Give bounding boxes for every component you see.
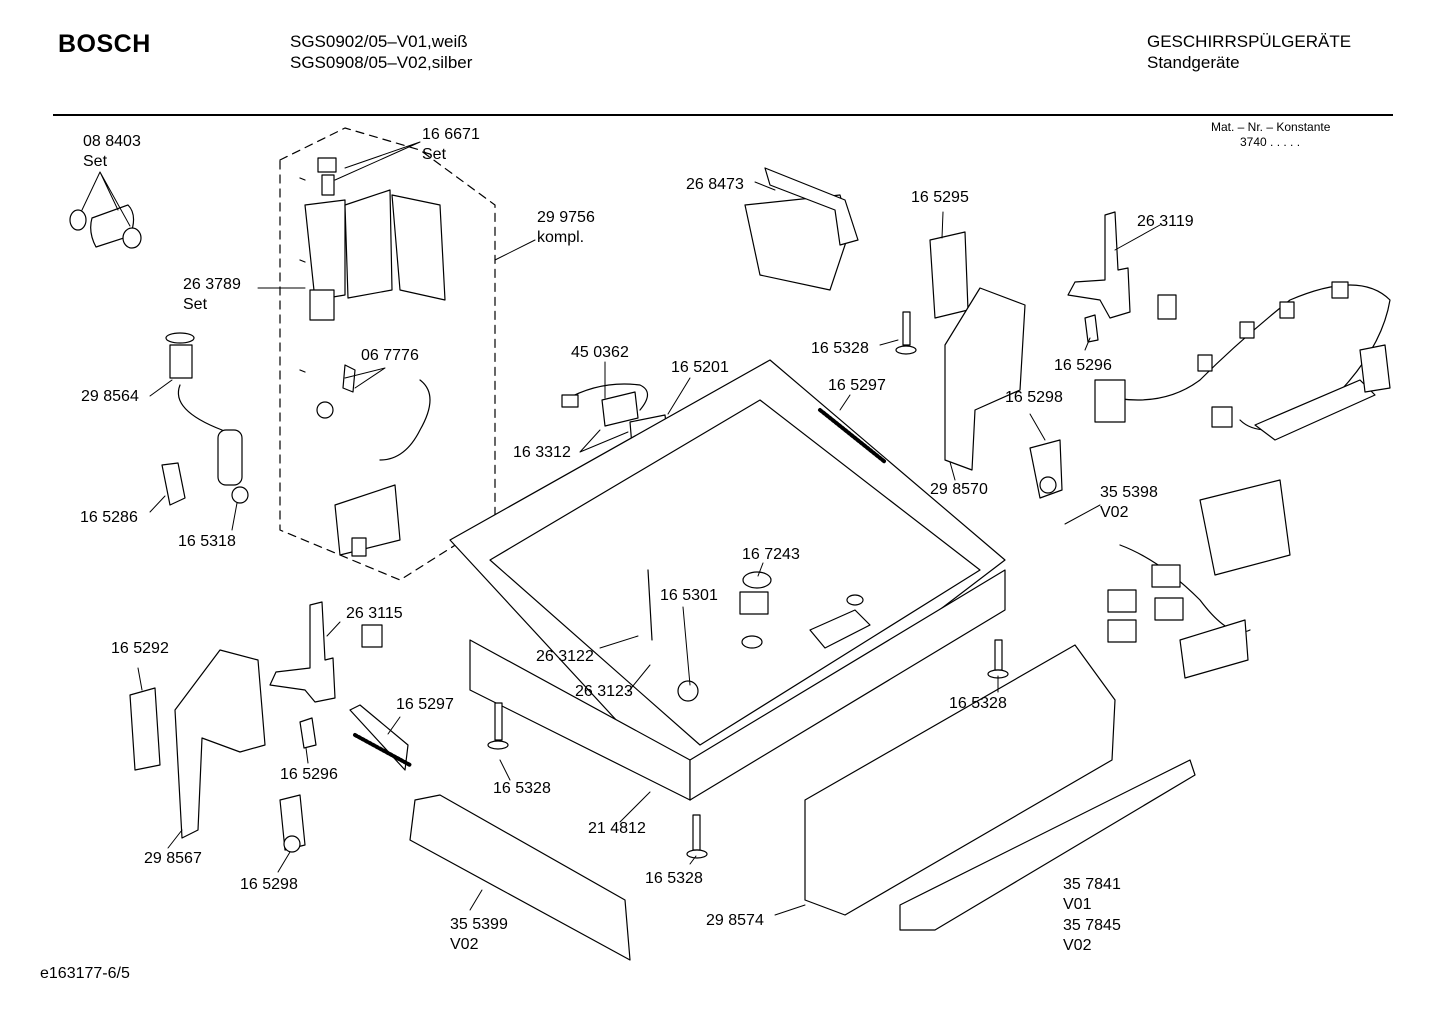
part-label-165328-b: 16 5328 [949,695,1007,712]
brand-logo: BOSCH [58,30,151,58]
part-label-263119: 26 3119 [1137,213,1194,230]
part-label-263123: 26 3123 [575,683,633,700]
part-label-165318: 16 5318 [178,533,236,550]
drawing-id: e163177-6/5 [40,965,130,982]
part-label-165286: 16 5286 [80,509,138,526]
part-label-298574: 29 8574 [706,912,764,929]
category-title: GESCHIRRSPÜLGERÄTE [1147,32,1352,51]
part-label-165296-b: 16 5296 [280,766,338,783]
part-label-165296-a: 16 5296 [1054,357,1112,374]
base-tub [450,360,1005,800]
part-label-165298-b: 16 5298 [240,876,298,893]
side-bracket-right [930,232,1025,470]
part-label-067776: 06 7776 [361,347,419,364]
part-label-165328-a: 16 5328 [811,340,869,357]
part-label-165295: 16 5295 [911,189,969,206]
part-label-165297-b: 16 5297 [396,696,454,713]
part-label-165328-d: 16 5328 [645,870,703,887]
side-bracket-upper-right [1068,212,1176,342]
part-label-165298-a: 16 5298 [1005,389,1063,406]
left-loose-parts [162,333,248,505]
part-label-167243: 16 7243 [742,546,800,563]
part-label-165201: 16 5201 [671,359,729,376]
wiring-harness [1095,282,1390,678]
pressure-switch-right [1030,440,1062,498]
part-label-165292: 16 5292 [111,640,169,657]
part-label-163312: 16 3312 [513,444,571,461]
part-label-263122: 26 3122 [536,648,594,665]
leader-lines [82,142,1160,915]
part-label-268473: 26 8473 [686,176,744,193]
part-label-263115: 26 3115 [346,605,403,622]
pressure-switch-left [280,795,305,852]
mat-nr-value: 3740 . . . . . [1240,135,1301,149]
part-label-298564: 29 8564 [81,388,139,405]
screws [488,312,1008,858]
kickplate-panels [805,645,1195,930]
model-line-2: SGS0908/05–V02,silber [290,53,473,72]
assembly-boundary-dashed [280,128,495,580]
subcategory-title: Standgeräte [1147,53,1240,72]
part-label-165328-c: 16 5328 [493,780,551,797]
part-label-165301: 16 5301 [660,587,718,604]
model-line-1: SGS0902/05–V01,weiß [290,32,468,51]
inlet-valve-assembly [300,158,445,556]
part-label-298570: 29 8570 [930,481,988,498]
control-module [745,168,858,290]
springs [355,410,885,765]
front-panel-left [410,795,630,960]
part-label-450362: 45 0362 [571,344,629,361]
hose-clamp-set [70,205,141,248]
part-label-165297-a: 16 5297 [828,377,886,394]
part-label-298567: 29 8567 [144,850,202,867]
side-bracket-left [130,602,408,838]
mat-nr-label: Mat. – Nr. – Konstante [1211,120,1331,134]
part-label-214812: 21 4812 [588,820,646,837]
header-rule [53,114,1393,116]
